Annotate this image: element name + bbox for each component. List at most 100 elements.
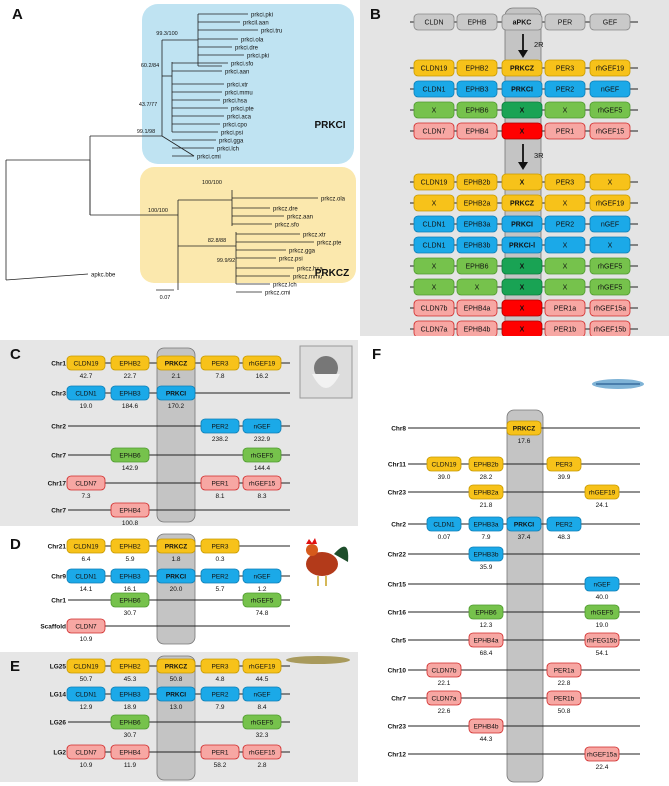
gene-label: CLDN1	[433, 521, 455, 528]
gene-position-mb: 68.4	[480, 650, 493, 657]
gene-box	[544, 173, 586, 191]
gene-box	[200, 568, 240, 584]
gene-box	[200, 744, 240, 760]
gene-box	[544, 80, 586, 98]
gene-label: EPHB6	[119, 597, 141, 604]
rooster-icon	[306, 552, 338, 576]
gene-box	[413, 80, 455, 98]
gene-label: X	[608, 180, 613, 187]
gene-box	[110, 714, 150, 730]
gene-label: rhGEF5	[591, 609, 614, 616]
gar-fish-icon	[286, 656, 350, 664]
gene-box	[413, 257, 455, 275]
gene-position-mb: 16.1	[124, 586, 137, 593]
gene-box	[544, 13, 586, 31]
gene-box	[544, 320, 586, 336]
gene-label: PER1a	[554, 306, 576, 313]
gene-label: PER2	[556, 521, 573, 528]
phylogenetic-tree: prkci.pkiprkcil.aanprkci.truprkci.olaprk…	[5, 4, 356, 301]
gene-label: nGEF	[254, 691, 271, 698]
chromosome-label: Chr7	[51, 508, 66, 515]
gene-position-mb: 21.8	[480, 502, 493, 509]
gene-box	[200, 418, 240, 434]
darwin-beard-icon	[312, 374, 340, 388]
gene-label: PRKCI	[511, 222, 533, 229]
gene-position-mb: 50.8	[170, 676, 183, 683]
gene-position-mb: 7.8	[215, 373, 224, 380]
duplication-label-2r: 2R	[534, 40, 544, 49]
gene-box	[501, 236, 543, 254]
gene-label: EPHB3	[466, 87, 489, 94]
tree-leaf-label: prkcz.dre	[273, 207, 298, 213]
gene-label: PER1b	[554, 327, 576, 334]
gene-label: CLDN19	[74, 663, 99, 670]
gene-box	[426, 516, 462, 532]
gene-label: EPHB4b	[464, 327, 491, 334]
gene-label: PER3	[556, 461, 573, 468]
gene-label: X	[520, 306, 525, 313]
gene-box	[589, 236, 631, 254]
gene-position-mb: 35.9	[480, 564, 493, 571]
chromosome-label: Chr1	[51, 361, 66, 368]
tree-branch	[161, 135, 195, 157]
gene-box	[110, 568, 150, 584]
gene-box	[501, 320, 543, 336]
gene-label: X	[432, 264, 437, 271]
gene-box	[589, 194, 631, 212]
gene-label: nGEF	[601, 87, 619, 94]
gene-position-mb: 14.1	[80, 586, 93, 593]
gene-box	[456, 278, 498, 296]
gene-label: PER1	[212, 749, 229, 756]
chromosome-label: Chr23	[388, 724, 407, 731]
gene-position-mb: 5.9	[125, 556, 134, 563]
gene-label: X	[432, 285, 437, 292]
gene-label: PRKCZ	[510, 201, 535, 208]
tree-branch	[5, 273, 89, 281]
gene-label: X	[608, 243, 613, 250]
gene-box	[589, 122, 631, 140]
gene-label: EPHB4b	[474, 723, 499, 730]
gene-box	[468, 604, 504, 620]
gene-position-mb: 44.3	[480, 736, 493, 743]
node-support-label: 100/100	[202, 180, 222, 186]
gene-label: CLDN19	[74, 543, 99, 550]
prkc-column-highlight	[156, 533, 196, 645]
gene-label: EPHB4a	[464, 306, 491, 313]
gene-box	[589, 101, 631, 119]
gene-label: EPHB3	[119, 691, 141, 698]
tree-leaf-label: prkci.pte	[231, 107, 254, 113]
gene-label: PRKCI	[166, 390, 186, 397]
gene-box	[468, 546, 504, 562]
gene-position-mb: 8.3	[257, 493, 266, 500]
gene-label: EPHB6	[466, 108, 489, 115]
gene-position-mb: 30.7	[124, 610, 137, 617]
gene-label: CLDN	[424, 20, 443, 27]
tree-leaf-label: prkci.pki	[251, 13, 273, 19]
gene-label: X	[520, 180, 525, 187]
gene-box	[456, 122, 498, 140]
gene-position-mb: 8.1	[215, 493, 224, 500]
gene-label: EPHB2a	[474, 489, 499, 496]
gene-box	[546, 662, 582, 678]
gene-label: PER2	[212, 691, 229, 698]
gene-box	[456, 13, 498, 31]
gene-box	[584, 576, 620, 592]
gene-label: nGEF	[254, 573, 271, 580]
gene-label: X	[432, 201, 437, 208]
gene-position-mb: 45.3	[124, 676, 137, 683]
gene-position-mb: 17.6	[518, 438, 531, 445]
gene-box	[584, 632, 620, 648]
gene-label: rhGEF19	[589, 489, 616, 496]
prkc-column-highlight	[506, 409, 544, 783]
rooster-tail-icon	[334, 546, 349, 562]
gene-label: PER1b	[554, 695, 575, 702]
chromosome-label: Chr11	[388, 462, 406, 469]
gene-position-mb: 5.7	[215, 586, 224, 593]
gene-box	[468, 456, 504, 472]
gene-box	[110, 592, 150, 608]
chromosome-label: Chr15	[388, 582, 407, 589]
gene-box	[413, 122, 455, 140]
gene-label: EPHB3	[119, 390, 141, 397]
chromosome-label: Chr5	[391, 638, 406, 645]
